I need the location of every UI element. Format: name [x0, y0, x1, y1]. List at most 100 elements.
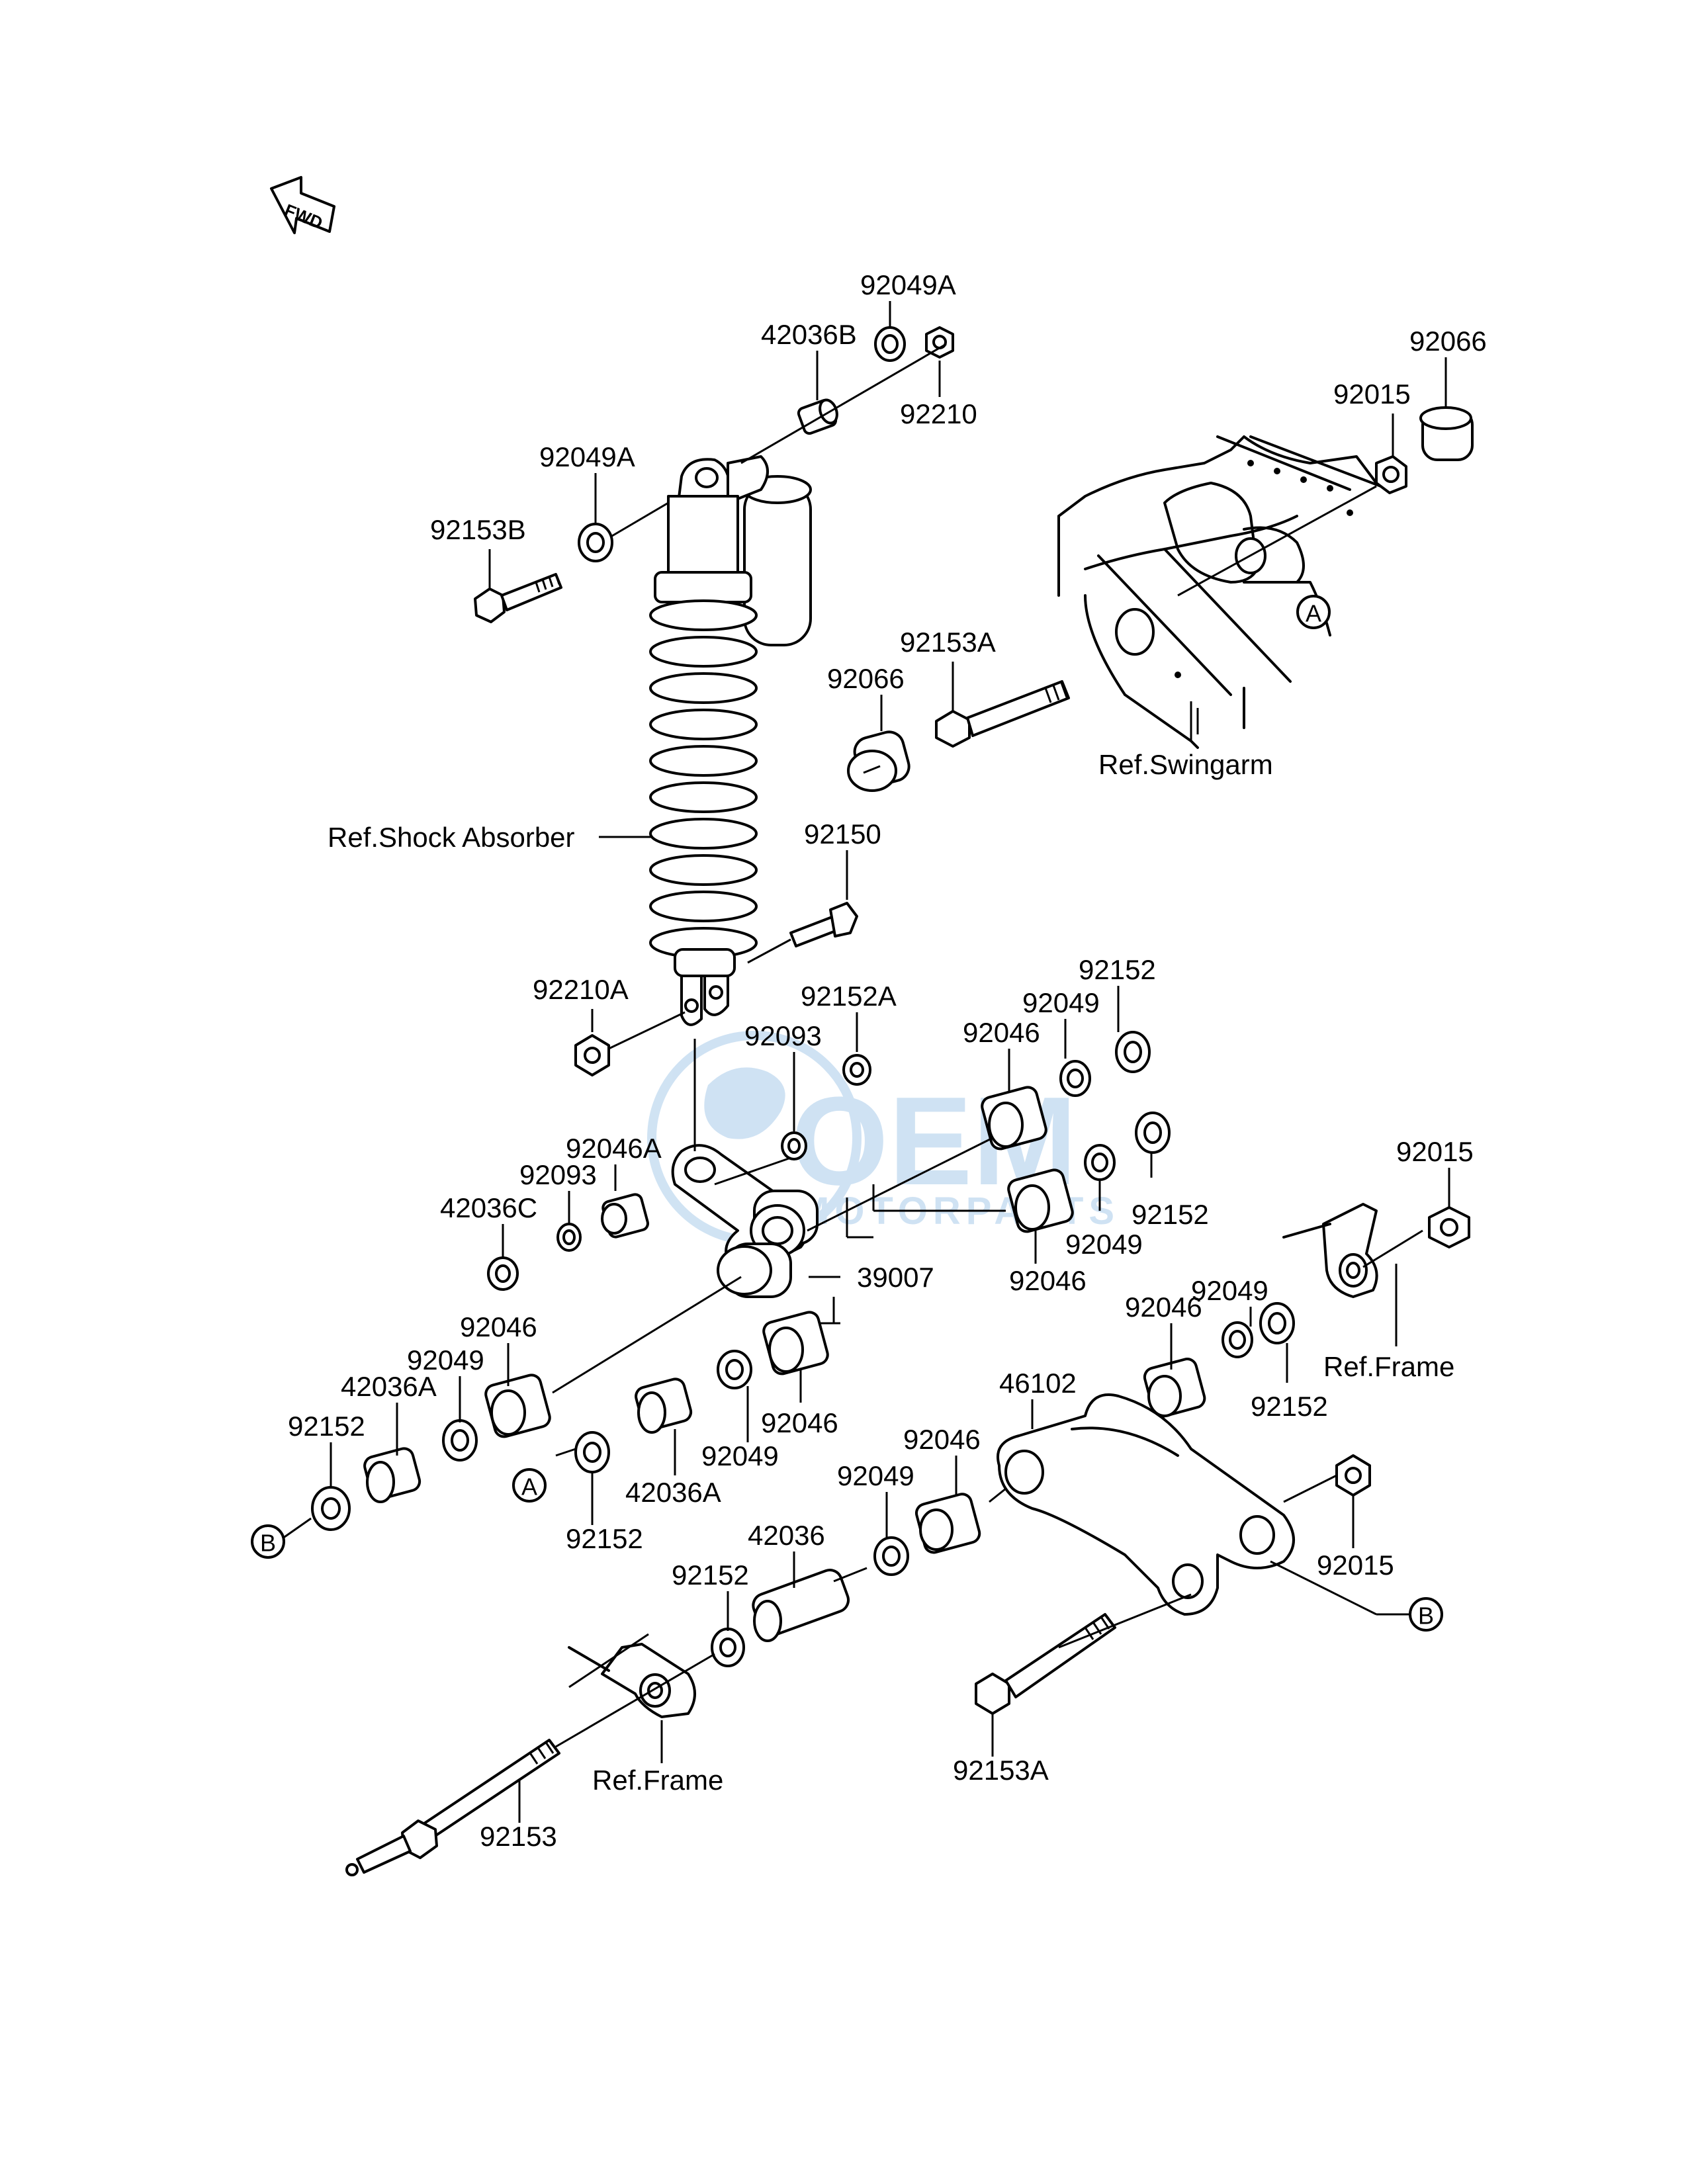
part-label: 92046 [903, 1424, 981, 1455]
bearing-92046-upper-right [981, 1086, 1047, 1151]
seal-92049-right-lower [1222, 1321, 1253, 1358]
part-label: 92046 [1009, 1265, 1087, 1296]
seal-92049-middle [717, 1350, 752, 1389]
washer-92152-mid-right [1135, 1112, 1171, 1154]
part-label: 46102 [999, 1368, 1077, 1399]
bearing-92046-left [484, 1374, 551, 1438]
part-label: 92152 [1132, 1199, 1209, 1230]
part-label: 92015 [1333, 378, 1411, 410]
connector-b-right: B [1409, 1597, 1443, 1632]
part-label: 92046 [963, 1017, 1040, 1048]
nut-92210a [574, 1034, 610, 1076]
part-label: 92046 [460, 1311, 537, 1342]
seal-92093-lower [556, 1223, 582, 1252]
part-label: 92152 [1251, 1391, 1328, 1422]
seal-92049-upper-right [1059, 1060, 1091, 1097]
part-label: 42036A [341, 1371, 437, 1402]
part-label: 92093 [744, 1020, 822, 1051]
washer-92152-middle [574, 1431, 610, 1473]
frame-bracket-right [1282, 1203, 1378, 1298]
part-label: 92049 [1022, 987, 1100, 1018]
part-label: 92152 [672, 1559, 749, 1591]
part-label: 42036B [761, 319, 857, 350]
cap-92066-right [1419, 406, 1474, 461]
part-label: 39007 [857, 1262, 934, 1293]
part-label: 92152 [288, 1411, 365, 1442]
connector-b-left: B [251, 1524, 285, 1559]
washer-92152a [842, 1054, 871, 1086]
bearing-92046-rocker [915, 1493, 981, 1554]
part-label: 92152A [801, 981, 897, 1012]
part-label: 92049 [407, 1344, 484, 1376]
part-label: 92153A [953, 1755, 1049, 1786]
frame-bracket-bottom [568, 1643, 696, 1718]
connector-a-swingarm: A [1296, 595, 1331, 629]
rocker-arm-46102 [997, 1393, 1295, 1616]
bolt-92150 [789, 902, 858, 947]
part-label: 92066 [827, 663, 905, 694]
part-label: 92046A [566, 1133, 662, 1164]
part-labels: 92049A 42036B 92210 92066 92015 92049A 9… [288, 269, 1487, 1852]
part-label: 92153A [900, 627, 996, 658]
washer-92152-right-lower [1259, 1302, 1295, 1344]
part-label: 92049A [860, 269, 956, 300]
seal-92049-left [442, 1419, 478, 1462]
part-label: 92066 [1409, 326, 1487, 357]
part-label: 92153B [430, 514, 526, 545]
part-label: 42036C [440, 1192, 537, 1223]
ref-frame-bottom-label: Ref.Frame [592, 1765, 723, 1796]
part-label: 92150 [804, 818, 881, 850]
washer-92152-bottom [711, 1628, 745, 1667]
part-label: 42036 [748, 1520, 825, 1551]
bolt-92153a-lower [975, 1613, 1116, 1715]
bolt-92153a-upper [935, 680, 1070, 748]
bearing-92046-middle [762, 1311, 829, 1376]
seal-92093-upper [781, 1131, 807, 1160]
part-label: 92210 [900, 398, 977, 429]
spring-coils [649, 599, 758, 959]
part-label: 92049 [701, 1440, 779, 1471]
part-label: 92049 [1191, 1275, 1268, 1306]
bearing-92046-mid-right [1007, 1168, 1074, 1233]
ref-swingarm-label: Ref.Swingarm [1098, 749, 1273, 780]
fwd-arrow-icon: FWD [270, 176, 335, 234]
svg-text:B: B [260, 1530, 276, 1557]
part-label: 92046 [761, 1407, 838, 1438]
part-label: 92093 [519, 1159, 597, 1190]
part-label: 92210A [533, 974, 629, 1005]
seal-92049a-left [578, 523, 613, 562]
part-label: 92049 [837, 1460, 914, 1491]
part-label: 92152 [566, 1523, 643, 1554]
nut-92015-right [1428, 1206, 1470, 1248]
tie-rod-39007 [671, 1144, 819, 1298]
seal-92049-rocker [873, 1536, 909, 1576]
collar-42036b [797, 398, 838, 435]
nut-92210 [925, 326, 954, 359]
part-label: 92015 [1396, 1136, 1474, 1167]
svg-text:A: A [521, 1473, 537, 1501]
ref-shock-absorber-label: Ref.Shock Absorber [328, 822, 575, 853]
nut-92015-rocker [1335, 1454, 1371, 1497]
connector-a-mid: A [512, 1468, 547, 1503]
swingarm-drawing [1057, 435, 1391, 749]
washer-92152-left [311, 1486, 351, 1531]
part-label: 42036A [625, 1477, 721, 1508]
collar-42036a-left [363, 1447, 422, 1503]
part-label: 92049A [539, 441, 635, 472]
part-label: 92046 [1125, 1291, 1202, 1323]
bearing-92046a [601, 1193, 649, 1239]
svg-text:A: A [1306, 600, 1321, 627]
washer-92152-upper-right [1115, 1031, 1151, 1073]
shock-absorber-drawing [649, 455, 812, 1026]
collar-42036 [752, 1569, 850, 1642]
part-label: 92015 [1317, 1550, 1394, 1581]
seal-92049a-upper [874, 326, 906, 362]
part-label: 92153 [480, 1821, 557, 1852]
bearing-92046-right-lower [1143, 1358, 1206, 1418]
bolt-92153b [474, 573, 562, 623]
leader-lines [277, 301, 1450, 1823]
seal-92049-mid-right [1084, 1144, 1116, 1181]
collar-42036c [487, 1256, 519, 1291]
ref-frame-right-label: Ref.Frame [1323, 1351, 1454, 1382]
